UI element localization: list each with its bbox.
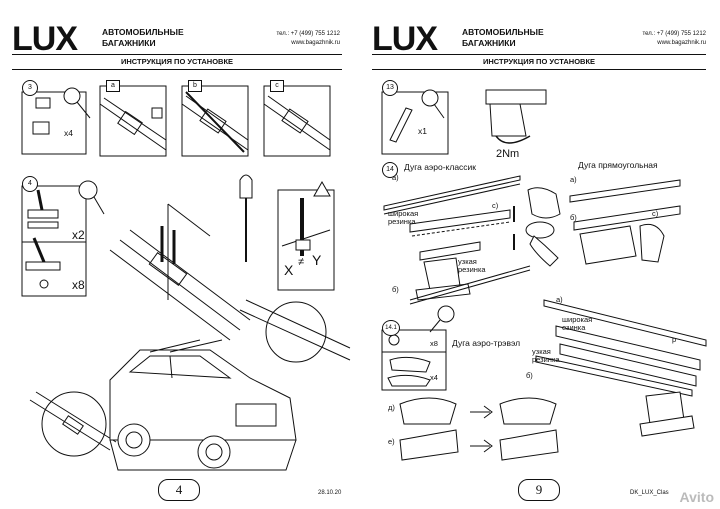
label-c-classic: с) [492,201,499,210]
warning-panel [277,189,335,291]
magnifier-icon [421,89,439,107]
step-13-marker: 13 [382,80,398,96]
step-3-marker: 3 [22,80,38,96]
rect-bar-title: Дуга прямоугольная [578,160,658,170]
wide-rubber-line-1: широкая [388,209,419,218]
narrow-rubber-line-1: узкая [458,257,477,266]
panel-c-label: c [270,80,284,92]
contact-info: тел.: +7 (499) 755 1212 www.bagazhnik.ru [642,30,706,48]
step-14-marker: 14 [382,162,398,178]
narrow-rubber-travel-line-1: узкая [532,347,551,356]
quantity-x4: x4 [64,128,73,138]
narrow-rubber-label-travel: узкая резинка [532,348,560,364]
narrow-rubber-label: узкая резинка [458,258,486,274]
aero-classic-title: Дуга аэро-классик [404,162,477,172]
panel-c [263,85,331,157]
not-equal-sign: ≠ [298,256,305,268]
detail-circle [265,301,327,363]
torque-value: 2Nm [496,148,520,160]
installation-diagram-right [381,89,707,461]
page-number: 4 [158,479,200,501]
installation-diagram-left [21,85,351,471]
page-number: 9 [518,479,560,501]
brand-subtitle-line-1: АВТОМОБИЛЬНЫЕ [102,27,184,37]
label-d: д) [388,403,395,412]
narrow-rubber-line-2: резинка [458,265,486,274]
wide-rubber-label-travel: широкая езинка [562,316,592,332]
footer-code: DK_LUX_Clas [630,490,669,496]
parts-box-step3 [21,91,87,155]
page-title: ИНСТРУКЦИЯ ПО УСТАНОВКЕ [372,54,706,70]
label-e: е) [388,437,395,446]
brand-subtitle-line-2: БАГАЖНИКИ [102,38,156,48]
label-b-travel: б) [526,371,533,380]
panel-a [99,85,167,157]
quantity-x8: x8 [72,278,85,292]
step-4-marker: 4 [22,176,38,192]
panel-b-label: b [188,80,202,92]
instruction-page-9: LUX АВТОМОБИЛЬНЫЕ БАГАЖНИКИ тел.: +7 (49… [360,0,720,509]
dimension-y: Y [312,252,322,268]
wide-rubber-label: широкая резинка [388,210,418,226]
label-a-rect: а) [570,175,577,184]
warning-icon [313,180,331,197]
label-b-rect: б) [570,213,577,222]
website: www.bagazhnik.ru [291,40,340,46]
contact-info: тел.: +7 (499) 755 1212 www.bagazhnik.ru [276,30,340,48]
label-a-classic: а) [392,173,399,182]
parts-box-step13 [381,91,449,155]
panel-b [181,85,249,157]
instruction-page-4: LUX АВТОМОБИЛЬНЫЕ БАГАЖНИКИ тел.: +7 (49… [12,20,351,501]
dimension-x: X [284,262,294,278]
page-title: ИНСТРУКЦИЯ ПО УСТАНОВКЕ [12,54,342,70]
phone-number: тел.: +7 (499) 755 1212 [642,31,706,37]
narrow-rubber-travel-line-2: резинка [532,355,560,364]
label-a-travel: а) [556,295,563,304]
parts-box-step14-1 [381,329,447,391]
parts-box-step4 [21,185,87,297]
detail-circle-2 [41,391,107,457]
magnifier-icon [437,305,455,323]
wide-rubber-line-2: резинка [388,217,416,226]
avito-watermark: Avito [679,489,714,505]
brand-logo: LUX [12,20,78,58]
phone-number: тел.: +7 (499) 755 1212 [276,31,340,37]
label-b-classic: б) [392,285,399,294]
brand-subtitle-line-2: БАГАЖНИКИ [462,38,516,48]
magnifier-icon [63,87,81,105]
quantity-x8: x8 [430,339,438,348]
label-c-rect: с) [652,209,659,218]
print-date: 28.10.20 [318,490,342,496]
step-14-1-marker: 14.1 [382,320,400,336]
car-illustration [109,339,297,471]
quantity-x4: x4 [430,373,438,382]
wide-rubber-travel-line-2: езинка [562,323,586,332]
brand-subtitle: АВТОМОБИЛЬНЫЕ БАГАЖНИКИ [462,27,544,49]
label-p: р [672,335,677,344]
quantity-x2: x2 [72,228,85,242]
aero-travel-title: Дуга аэро-трэвэл [452,338,521,348]
website: www.bagazhnik.ru [657,40,706,46]
wide-rubber-travel-line-1: широкая [562,315,593,324]
panel-a-label: a [106,80,120,92]
quantity-x1: x1 [418,126,427,136]
brand-subtitle-line-1: АВТОМОБИЛЬНЫЕ [462,27,544,37]
brand-logo: LUX [372,20,438,58]
brand-subtitle: АВТОМОБИЛЬНЫЕ БАГАЖНИКИ [102,27,184,49]
magnifier-icon [78,180,98,200]
